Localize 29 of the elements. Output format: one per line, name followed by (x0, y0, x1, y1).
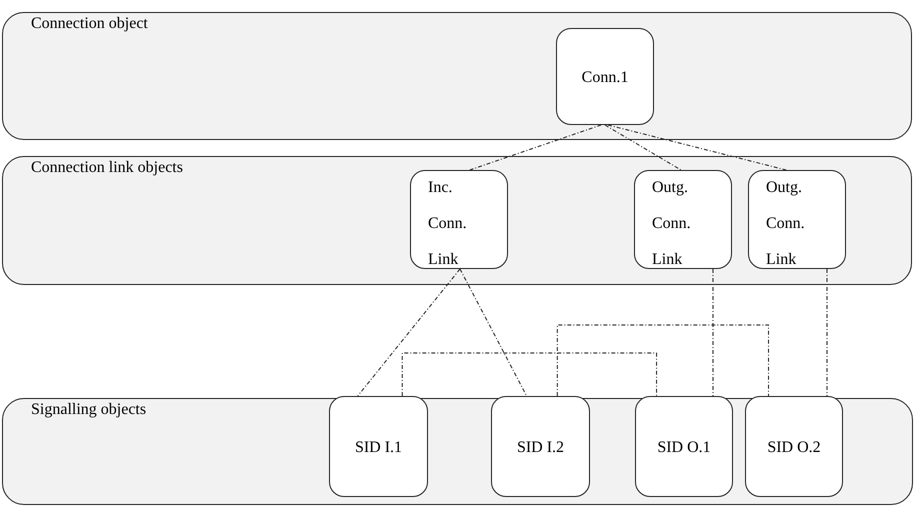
object-box (635, 396, 733, 497)
object-label: Outg. Conn. Link (652, 178, 692, 270)
object-label: SID O.2 (766, 438, 822, 458)
connector-line (459, 268, 528, 396)
object-label: Outg. Conn. Link (766, 178, 806, 270)
group-band (2, 398, 913, 505)
group-title: Signalling objects (31, 400, 146, 420)
connector-line (712, 268, 714, 396)
object-box (491, 396, 590, 497)
object-box (748, 170, 846, 269)
connector-line (604, 124, 682, 170)
group-title: Connection object (31, 14, 148, 34)
object-box (634, 170, 732, 269)
object-box (556, 28, 654, 125)
object-label: SID I.2 (516, 438, 566, 458)
object-box (329, 396, 428, 497)
object-label: SID I.1 (354, 438, 404, 458)
group-title: Connection link objects (31, 158, 183, 178)
object-label: Inc. Conn. Link (428, 178, 468, 270)
object-label: SID O.1 (656, 438, 712, 458)
object-box (410, 170, 508, 269)
object-label: Conn.1 (580, 68, 630, 88)
connector-line (826, 268, 828, 396)
group-band (2, 156, 912, 285)
connector-line (357, 268, 460, 396)
connector-line (402, 352, 658, 396)
object-box (745, 396, 843, 497)
group-band (2, 12, 912, 140)
connector-line (556, 324, 770, 396)
